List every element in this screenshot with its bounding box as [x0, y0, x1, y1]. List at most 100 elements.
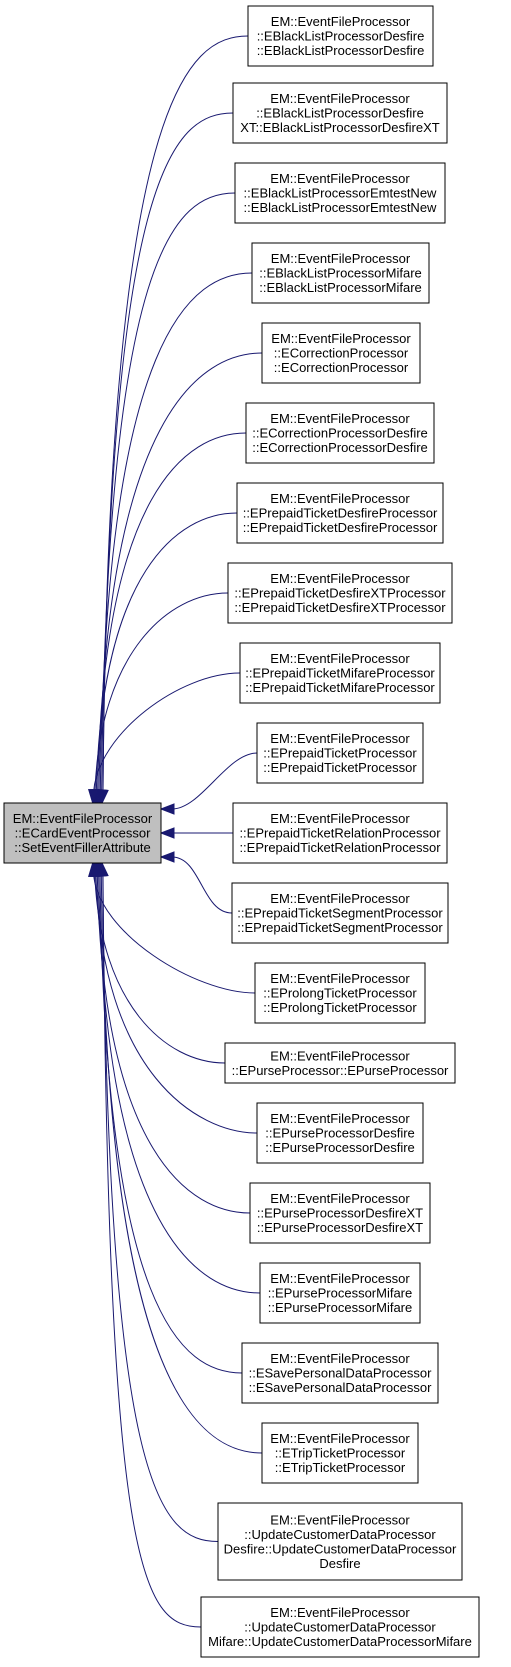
caller-node-label-line: ::EBlackListProcessorDesfire	[256, 106, 424, 121]
focus-node-label-line: ::SetEventFillerAttribute	[14, 840, 151, 855]
call-edge	[94, 874, 226, 1064]
caller-node-label-line: EM::EventFileProcessor	[270, 411, 410, 426]
caller-node-box	[251, 242, 430, 304]
caller-node-label-line: ::EPrepaidTicketMifareProcessor	[245, 666, 435, 681]
call-edge	[102, 35, 249, 792]
caller-node-label-line: EM::EventFileProcessor	[270, 1191, 410, 1206]
caller-node-label-line: EM::EventFileProcessor	[271, 331, 411, 346]
caller-node-box	[256, 722, 424, 784]
focus-node-label-line: EM::EventFileProcessor	[13, 811, 153, 826]
caller-node[interactable]: EM::EventFileProcessor::EBlackListProces…	[232, 82, 448, 144]
caller-node-label-line: ::EBlackListProcessorMifare	[259, 266, 422, 281]
caller-node-label-line: EM::EventFileProcessor	[270, 811, 410, 826]
call-edge	[99, 272, 253, 792]
caller-node-box	[261, 322, 421, 384]
call-edge	[99, 874, 243, 1374]
arrowhead	[87, 789, 100, 805]
call-edge	[102, 874, 202, 1628]
caller-node-label-line: ::EBlackListProcessorDesfire	[257, 29, 425, 44]
caller-node-label-line: EM::EventFileProcessor	[271, 14, 411, 29]
caller-node-label-line: ::EPrepaidTicketDesfireXTProcessor	[234, 586, 446, 601]
caller-node-label-line: ::EPrepaidTicketDesfireProcessor	[243, 506, 438, 521]
focus-node-label-line: ::ECardEventProcessor	[15, 826, 152, 841]
caller-node[interactable]: EM::EventFileProcessor::EPurseProcessorD…	[249, 1182, 431, 1244]
caller-node-label-line: ::EPurseProcessorDesfire	[265, 1126, 415, 1141]
arrowhead	[97, 861, 109, 877]
caller-node-label-line: Mifare::UpdateCustomerDataProcessorMifar…	[208, 1634, 472, 1649]
caller-node-label-line: EM::EventFileProcessor	[270, 651, 410, 666]
caller-node[interactable]: EM::EventFileProcessor::EPrepaidTicketMi…	[239, 642, 441, 704]
caller-node-box	[200, 1596, 480, 1658]
caller-node-label-line: XT::EBlackListProcessorDesfireXT	[240, 120, 439, 135]
caller-node[interactable]: EM::EventFileProcessor::ECorrectionProce…	[261, 322, 421, 384]
caller-node-label-line: ::ECorrectionProcessor	[274, 360, 409, 375]
caller-node-box	[245, 402, 435, 464]
caller-node-label-line: EM::EventFileProcessor	[270, 891, 410, 906]
caller-node-box	[227, 562, 453, 624]
focus-node[interactable]: EM::EventFileProcessor::ECardEventProces…	[3, 802, 162, 864]
call-edge	[100, 874, 263, 1454]
caller-node-box	[217, 1502, 463, 1581]
caller-node-label-line: ::EPurseProcessorDesfireXT	[257, 1220, 423, 1235]
caller-node[interactable]: EM::EventFileProcessor::EPrepaidTicketDe…	[236, 482, 444, 544]
caller-node-label-line: ::EPrepaidTicketDesfireXTProcessor	[234, 600, 446, 615]
caller-node-label-line: ::EPrepaidTicketProcessor	[263, 760, 417, 775]
caller-node[interactable]: EM::EventFileProcessor::EBlackListProces…	[247, 5, 434, 67]
caller-node[interactable]: EM::EventFileProcessor::UpdateCustomerDa…	[217, 1502, 463, 1581]
caller-node-box	[236, 482, 444, 544]
caller-node-box	[231, 882, 449, 944]
caller-node-label-line: ::EPrepaidTicketSegmentProcessor	[237, 920, 443, 935]
caller-node[interactable]: EM::EventFileProcessor::EPurseProcessorM…	[259, 1262, 421, 1324]
call-edges	[87, 35, 263, 1628]
caller-node[interactable]: EM::EventFileProcessor::EPrepaidTicketRe…	[232, 802, 448, 864]
caller-node-label-line: EM::EventFileProcessor	[270, 1431, 410, 1446]
caller-node-label-line: ::EPurseProcessorDesfireXT	[257, 1206, 423, 1221]
caller-node[interactable]: EM::EventFileProcessor::ESavePersonalDat…	[241, 1342, 439, 1404]
caller-node[interactable]: EM::EventFileProcessor::EBlackListProces…	[234, 162, 446, 224]
caller-node-label-line: EM::EventFileProcessor	[270, 91, 410, 106]
caller-node-label-line: ::EPrepaidTicketMifareProcessor	[245, 680, 435, 695]
caller-node[interactable]: EM::EventFileProcessor::EPurseProcessor:…	[224, 1042, 456, 1084]
caller-node-label-line: ::ECorrectionProcessorDesfire	[252, 426, 428, 441]
caller-node[interactable]: EM::EventFileProcessor::EBlackListProces…	[251, 242, 430, 304]
caller-node-box	[259, 1262, 421, 1324]
caller-node-box	[261, 1422, 419, 1484]
caller-node-box	[239, 642, 441, 704]
caller-node-label-line: ::ETripTicketProcessor	[275, 1460, 406, 1475]
caller-node[interactable]: EM::EventFileProcessor::EPurseProcessorD…	[256, 1102, 424, 1164]
caller-node-label-line: EM::EventFileProcessor	[270, 571, 410, 586]
call-edge	[95, 512, 238, 792]
caller-node-label-line: ::EPurseProcessorDesfire	[265, 1140, 415, 1155]
caller-node-label-line: ::ESavePersonalDataProcessor	[249, 1380, 432, 1395]
caller-node-box	[232, 82, 448, 144]
caller-node-label-line: ::EPurseProcessorMifare	[268, 1300, 413, 1315]
caller-node-label-line: ::EPurseProcessor::EPurseProcessor	[232, 1063, 449, 1078]
caller-node-label-line: ::EProlongTicketProcessor	[263, 986, 417, 1001]
focus-node-box	[3, 802, 162, 864]
call-edge	[101, 192, 236, 792]
caller-node-box	[232, 802, 448, 864]
caller-node[interactable]: EM::EventFileProcessor::ECorrectionProce…	[245, 402, 435, 464]
caller-node-label-line: EM::EventFileProcessor	[270, 1048, 410, 1063]
caller-node-label-line: ::UpdateCustomerDataProcessor	[244, 1527, 436, 1542]
caller-node-box	[254, 962, 426, 1024]
caller-node[interactable]: EM::EventFileProcessor::EPrepaidTicketDe…	[227, 562, 453, 624]
caller-node[interactable]: EM::EventFileProcessor::EPrepaidTicketPr…	[256, 722, 424, 784]
caller-node-label-line: EM::EventFileProcessor	[270, 171, 410, 186]
caller-node-label-line: EM::EventFileProcessor	[271, 251, 411, 266]
caller-node-box	[241, 1342, 439, 1404]
caller-node-label-line: ::EPurseProcessorMifare	[268, 1286, 413, 1301]
caller-node-label-line: ::EPrepaidTicketRelationProcessor	[239, 840, 441, 855]
caller-node[interactable]: EM::EventFileProcessor::ETripTicketProce…	[261, 1422, 419, 1484]
caller-node-label-line: Desfire	[319, 1556, 360, 1571]
caller-node-label-line: ::EPrepaidTicketDesfireProcessor	[243, 520, 438, 535]
caller-node[interactable]: EM::EventFileProcessor::EProlongTicketPr…	[254, 962, 426, 1024]
caller-node-label-line: ::EBlackListProcessorEmtestNew	[244, 200, 438, 215]
caller-node[interactable]: EM::EventFileProcessor::EPrepaidTicketSe…	[231, 882, 449, 944]
caller-node[interactable]: EM::EventFileProcessor::UpdateCustomerDa…	[200, 1596, 480, 1658]
caller-node-label-line: ::EPrepaidTicketRelationProcessor	[239, 826, 441, 841]
caller-node-label-line: ::ECorrectionProcessor	[274, 346, 409, 361]
caller-node-box	[249, 1182, 431, 1244]
graph-nodes: EM::EventFileProcessor::ECardEventProces…	[3, 5, 480, 1658]
